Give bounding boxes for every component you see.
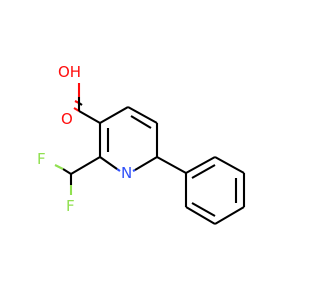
hydroxyl-label: OH (58, 63, 81, 81)
bond-ph-2-3 (185, 206, 216, 225)
bond-n-c2-blue (116, 168, 121, 172)
bond-c6-n-blue (132, 169, 136, 172)
bond-n-c2-black (99, 156, 118, 170)
bond-ph-6-1-inner (191, 164, 216, 179)
ring-nitrogen-label: N (121, 164, 132, 182)
bond-ph-6-1 (185, 156, 216, 174)
bonds (54, 83, 246, 225)
carbonyl-oxygen-label: O (61, 110, 73, 128)
bond-c6-n-black (134, 156, 158, 171)
atom-labels: OH O N F F (37, 63, 132, 215)
bond-ph-3-4 (214, 206, 245, 225)
bond-ph-5-6 (214, 156, 245, 174)
bond-c3-carboxyl (78, 110, 101, 124)
bond-c-f-top-green (54, 164, 64, 170)
bond-c3-c4 (99, 106, 129, 124)
fluorine-top-label: F (37, 150, 46, 168)
bond-c-f-top-black (62, 168, 72, 175)
bond-c6-phenyl (156, 156, 187, 174)
bond-c4-c5 (127, 106, 158, 124)
bond-c4-c5-inner (130, 115, 152, 129)
structure-diagram: OH O N F F (37, 63, 246, 225)
bond-c2-chf2 (70, 156, 101, 175)
fluorine-bottom-label: F (66, 197, 75, 215)
bond-ph-2-3-inner (191, 202, 216, 217)
